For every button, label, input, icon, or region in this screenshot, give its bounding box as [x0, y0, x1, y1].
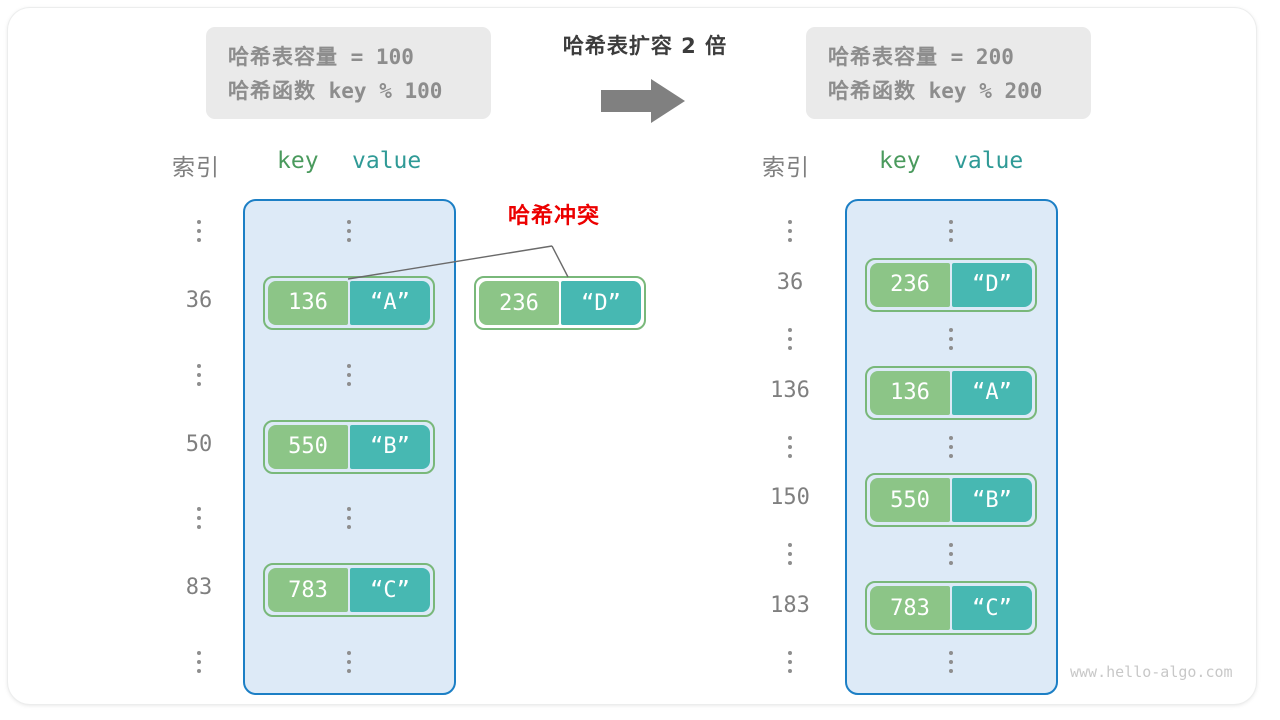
function-line-after: 哈希函数 key % 200 — [828, 74, 1069, 108]
entry-value: “A” — [350, 280, 430, 325]
entry-value: “D” — [952, 262, 1032, 307]
capacity-line-after: 哈希表容量 = 200 — [828, 40, 1069, 74]
header-key-left: key — [277, 148, 319, 174]
cell-ellipsis — [262, 361, 436, 389]
hash-config-box-after: 哈希表容量 = 200 哈希函数 key % 200 — [806, 27, 1091, 119]
entry-key: 136 — [268, 280, 348, 325]
capacity-label-before: 哈希表容量 — [228, 45, 338, 69]
header-value-left: value — [352, 148, 422, 174]
capacity-line-before: 哈希表容量 = 100 — [228, 40, 469, 74]
entry-value: “A” — [952, 370, 1032, 415]
entry-value: “B” — [350, 424, 430, 469]
table-entry[interactable]: 550“B” — [263, 419, 435, 474]
header-value-right: value — [954, 148, 1024, 174]
entry-value: “B” — [952, 478, 1032, 523]
table-entry[interactable]: 136“A” — [865, 365, 1037, 420]
table-entry[interactable]: 783“C” — [263, 563, 435, 618]
colliding-entry[interactable]: 236 “D” — [474, 276, 646, 330]
index-ellipsis — [745, 217, 835, 245]
cell-ellipsis — [864, 217, 1038, 245]
cell-ellipsis — [864, 433, 1038, 461]
index-ellipsis — [745, 433, 835, 461]
header-index-left: 索引 — [172, 155, 220, 181]
entry-key: 236 — [870, 262, 950, 307]
entry-key: 783 — [870, 586, 950, 631]
index-label: 150 — [770, 485, 810, 511]
right-arrow-icon — [601, 79, 685, 123]
entry-key: 783 — [268, 568, 348, 613]
index-ellipsis — [745, 648, 835, 676]
watermark: www.hello-algo.com — [1070, 663, 1233, 681]
cell-ellipsis — [262, 648, 436, 676]
index-label: 136 — [770, 377, 810, 403]
index-ellipsis — [154, 648, 244, 676]
entry-key: 136 — [870, 370, 950, 415]
column-headers-left: 索引 key value — [0, 148, 421, 182]
index-ellipsis — [745, 325, 835, 353]
collision-label: 哈希冲突 — [507, 204, 600, 229]
index-ellipsis — [745, 540, 835, 568]
function-expr-after: key % 200 — [916, 79, 1043, 103]
index-label: 36 — [185, 287, 213, 313]
cell-ellipsis — [864, 325, 1038, 353]
hash-config-box-before: 哈希表容量 = 100 哈希函数 key % 100 — [206, 27, 491, 119]
colliding-entry-value: “D” — [561, 281, 641, 325]
colliding-entry-key: 236 — [479, 281, 559, 325]
index-label: 83 — [185, 575, 213, 601]
header-key-right: key — [879, 148, 921, 174]
cell-ellipsis — [864, 540, 1038, 568]
cell-ellipsis — [262, 217, 436, 245]
index-ellipsis — [154, 217, 244, 245]
cell-ellipsis — [864, 648, 1038, 676]
index-label: 183 — [770, 593, 810, 619]
index-ellipsis — [154, 361, 244, 389]
function-line-before: 哈希函数 key % 100 — [228, 74, 469, 108]
entry-value: “C” — [952, 586, 1032, 631]
table-entry[interactable]: 550“B” — [865, 473, 1037, 528]
table-entry[interactable]: 783“C” — [865, 581, 1037, 636]
index-ellipsis — [154, 504, 244, 532]
table-entry[interactable]: 136“A” — [263, 275, 435, 330]
index-label: 50 — [185, 431, 213, 457]
entry-key: 550 — [870, 478, 950, 523]
header-index-right: 索引 — [762, 155, 810, 181]
capacity-label-after: 哈希表容量 — [828, 45, 938, 69]
entry-key: 550 — [268, 424, 348, 469]
function-label-after: 哈希函数 — [828, 79, 916, 103]
capacity-expr-before: = 100 — [338, 45, 414, 69]
index-label: 36 — [776, 269, 804, 295]
expand-caption: 哈希表扩容 2 倍 — [562, 34, 728, 58]
cell-ellipsis — [262, 504, 436, 532]
capacity-expr-after: = 200 — [938, 45, 1014, 69]
function-expr-before: key % 100 — [316, 79, 443, 103]
table-entry[interactable]: 236“D” — [865, 257, 1037, 312]
column-headers-right: 索引 key value — [0, 148, 1023, 182]
entry-value: “C” — [350, 568, 430, 613]
function-label-before: 哈希函数 — [228, 79, 316, 103]
